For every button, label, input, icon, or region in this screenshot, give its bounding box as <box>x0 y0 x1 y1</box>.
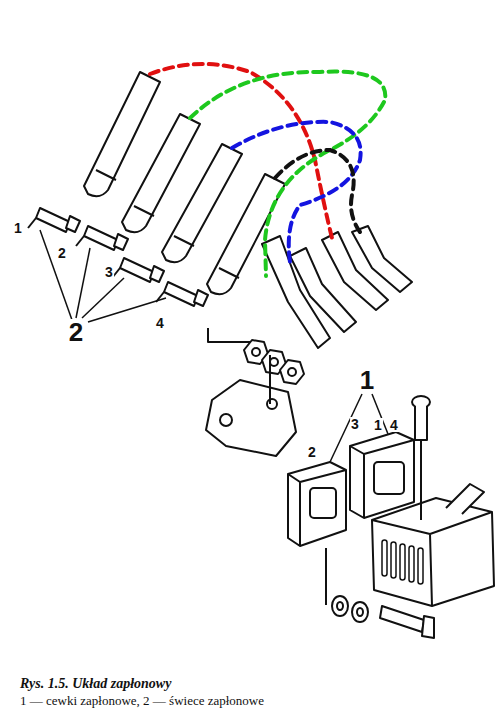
guide-line <box>269 355 271 404</box>
bolt <box>412 396 430 520</box>
figure-caption: Rys. 1.5. Układ zapłonowy <box>20 676 171 691</box>
callout-number: 1 <box>359 367 375 393</box>
callout-number: 2 <box>57 246 67 260</box>
wire-black <box>275 150 360 232</box>
coil-cover <box>372 484 494 606</box>
callout-number: 3 <box>104 265 114 279</box>
bracket-hole <box>220 414 232 426</box>
bracket-hole <box>267 399 277 409</box>
coil-output-number: 2 <box>307 445 317 459</box>
plug-cap <box>84 72 285 294</box>
coil-output-number: 3 <box>350 417 360 431</box>
guide-line <box>208 328 250 342</box>
coil-output-number: 4 <box>389 418 399 432</box>
spark-plug <box>28 208 208 306</box>
leader-lines <box>40 230 388 462</box>
callout-number: 4 <box>155 316 165 330</box>
coil-boot <box>262 226 412 348</box>
nut <box>244 340 304 384</box>
bracket <box>206 380 296 456</box>
wire-green <box>190 72 385 276</box>
callout-number: 2 <box>68 319 84 345</box>
callout-number: 1 <box>13 221 23 235</box>
wire-red <box>150 64 332 238</box>
washer-bolt <box>326 548 434 638</box>
caption-key: 1 — cewki zapłonowe, 2 — świece zapłonow… <box>20 694 264 708</box>
wire-blue <box>232 122 361 262</box>
coil-output-number: 1 <box>373 418 383 432</box>
cover-slots <box>382 540 423 584</box>
